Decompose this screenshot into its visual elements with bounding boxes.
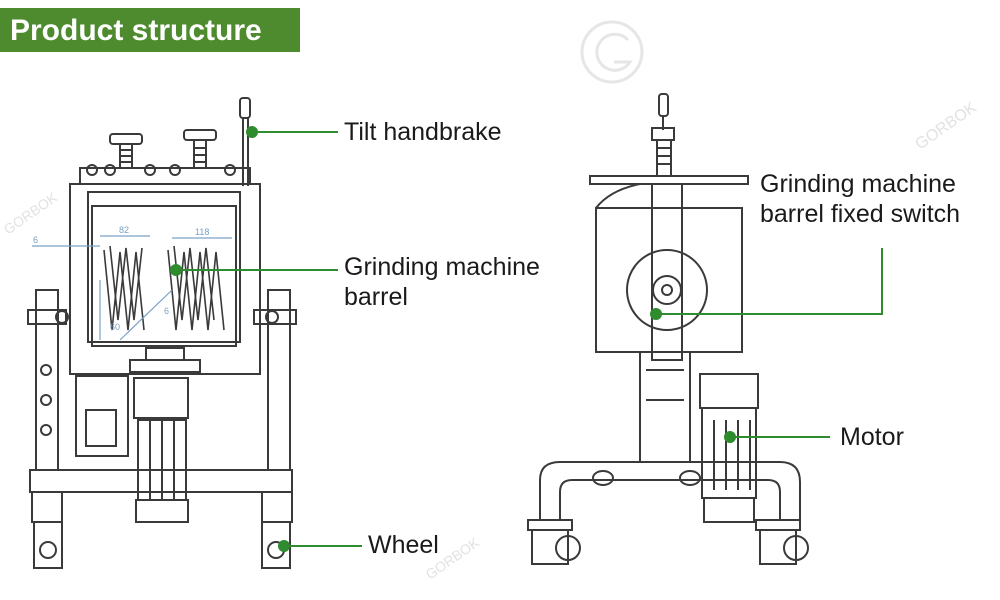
section-title-bar: Product structure	[0, 8, 300, 52]
label-fixed-switch-line1: Grinding machine	[760, 170, 956, 198]
watermark-text: GORBOK	[1, 189, 61, 238]
watermark	[580, 20, 644, 84]
dimension-label: 60	[110, 322, 120, 332]
callout-dots	[170, 126, 736, 552]
front-view-machine	[27, 97, 297, 569]
watermark-text: GORBOK	[913, 99, 981, 153]
dimension-labels: 6 82 118 60 6	[33, 225, 209, 332]
dimension-label: 6	[164, 306, 169, 316]
label-tilt-handbrake: Tilt handbrake	[344, 118, 502, 146]
label-motor: Motor	[840, 423, 904, 451]
callout-lines	[176, 131, 883, 547]
label-wheel: Wheel	[368, 531, 439, 559]
label-grinding-barrel-line2: barrel	[344, 283, 408, 311]
top-knob	[183, 129, 217, 169]
dimension-label: 118	[195, 227, 209, 237]
side-view-machine	[527, 93, 809, 565]
label-grinding-barrel-line1: Grinding machine	[344, 253, 540, 281]
label-fixed-switch-line2: barrel fixed switch	[760, 200, 961, 228]
top-knob	[109, 133, 143, 169]
dimension-label: 82	[119, 225, 129, 235]
dimension-label: 6	[33, 235, 38, 245]
page-title: Product structure	[10, 14, 262, 47]
